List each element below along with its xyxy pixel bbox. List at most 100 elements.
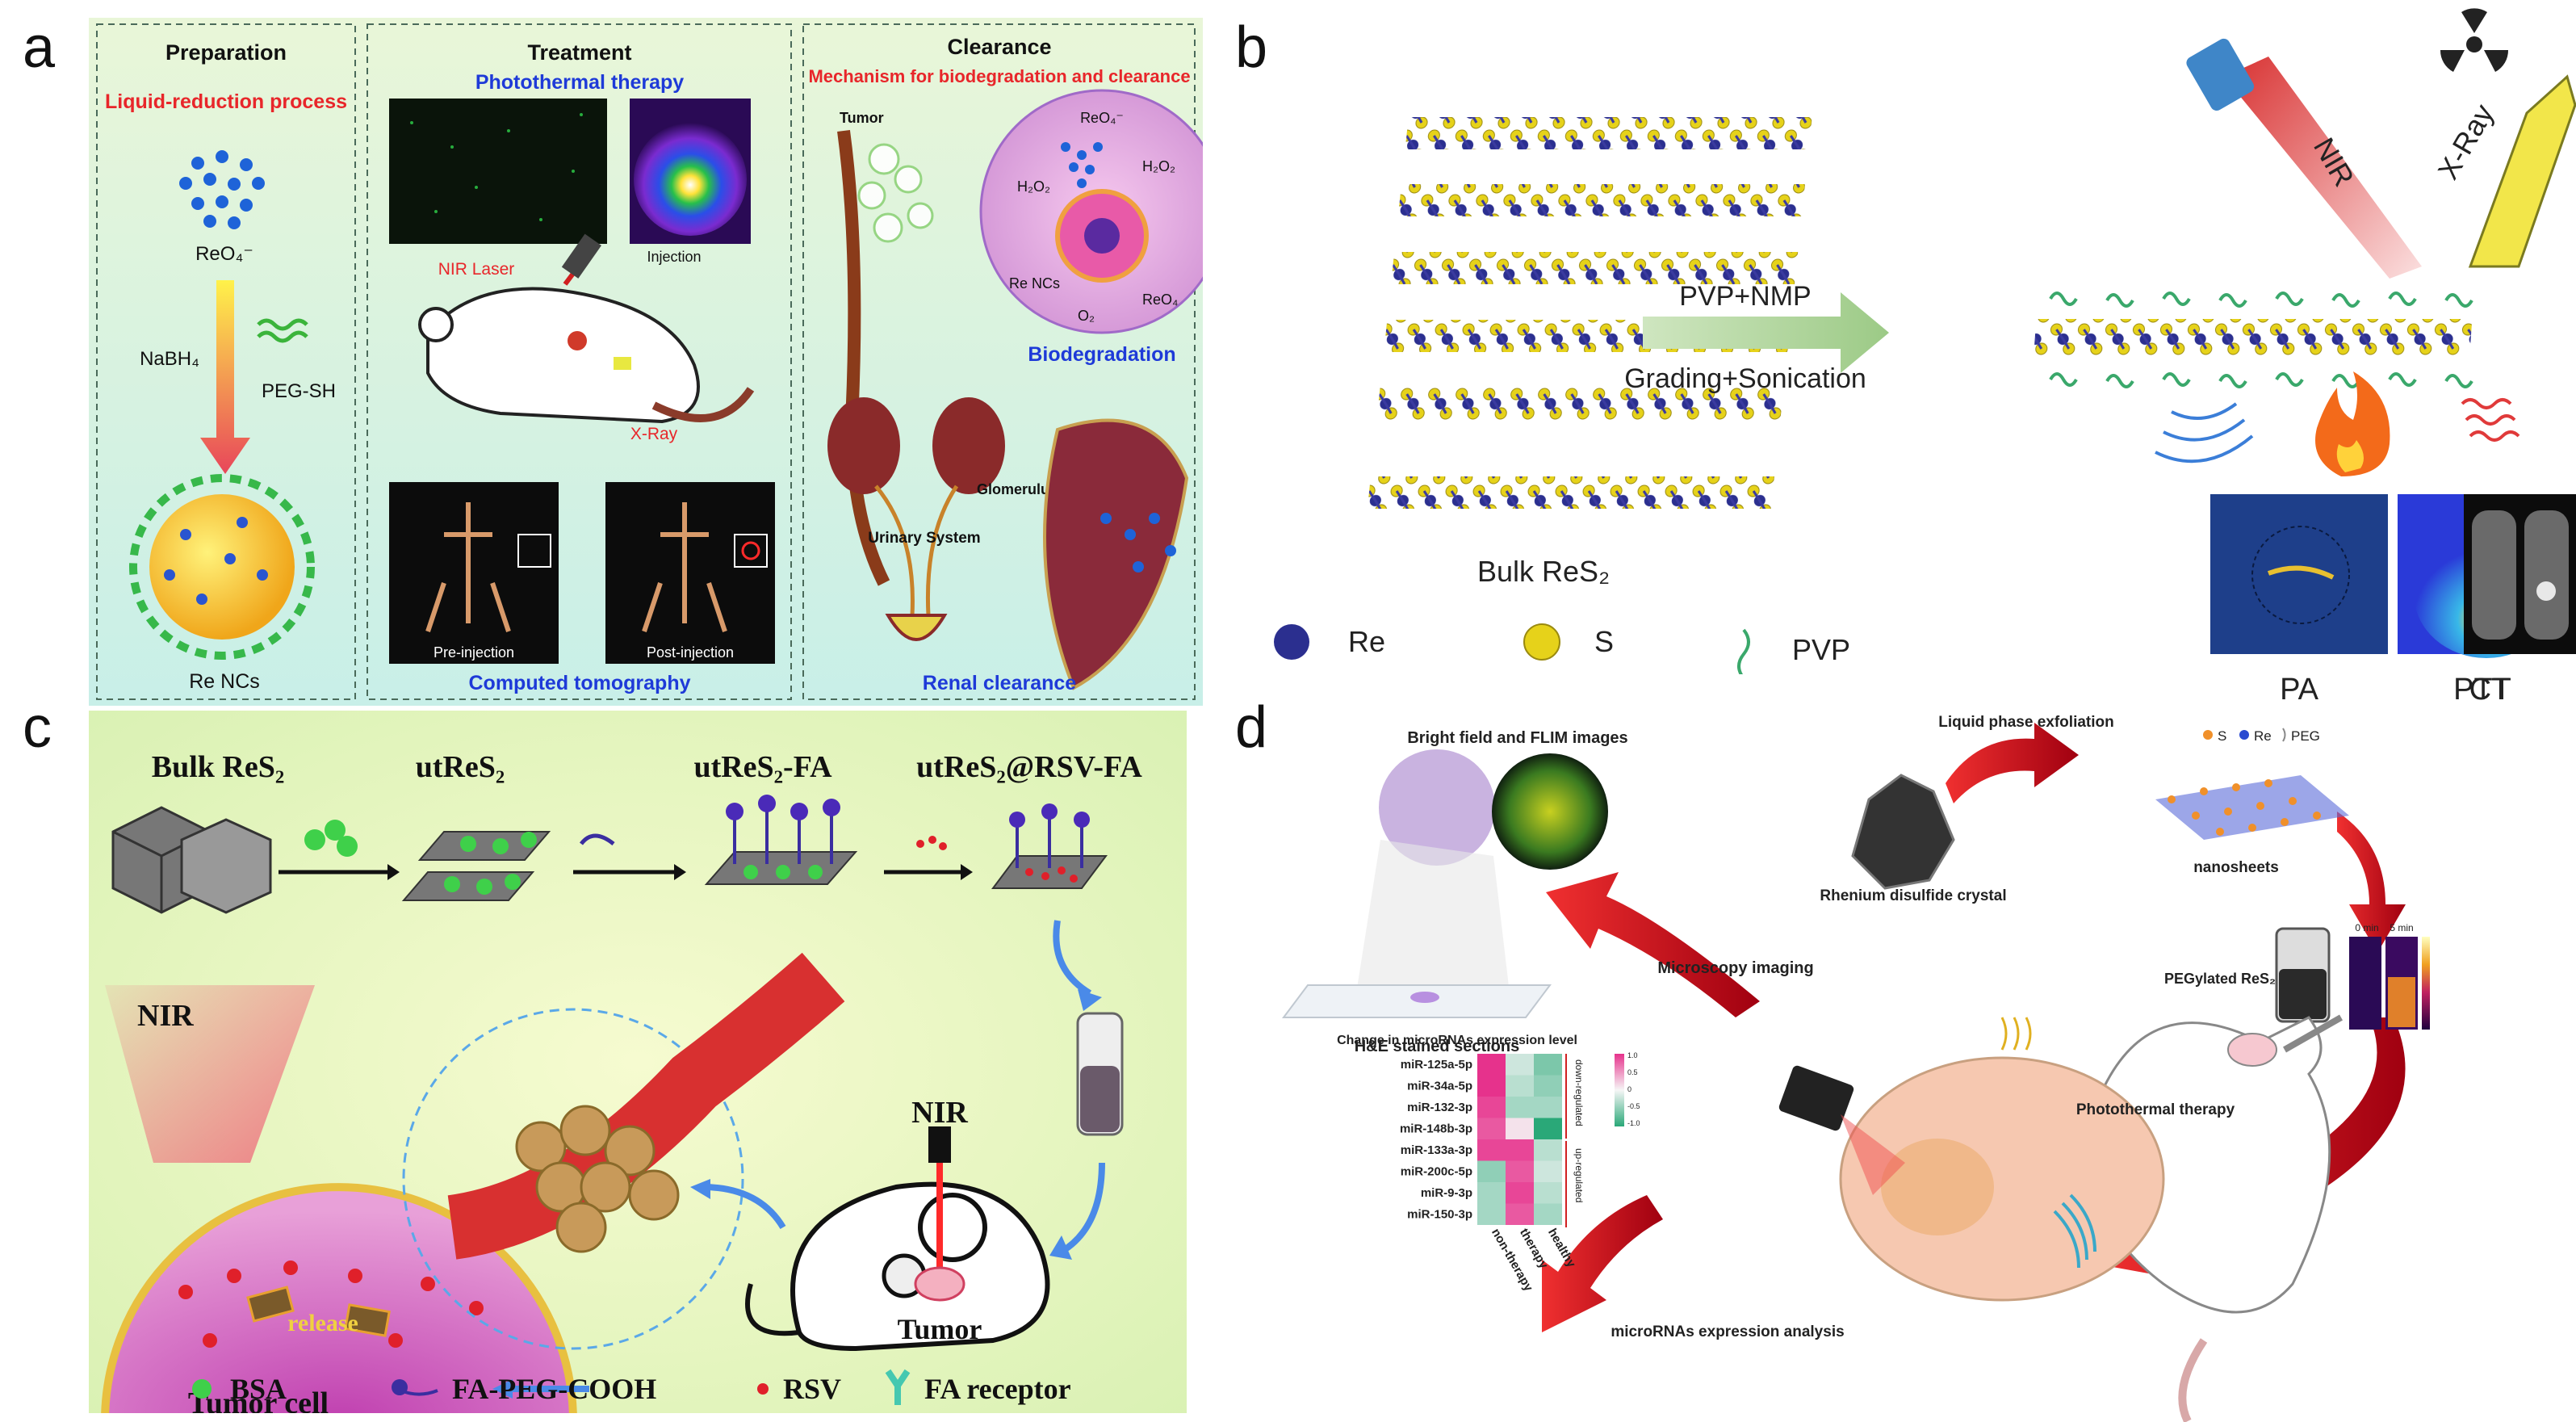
heatmap-cell <box>1477 1097 1506 1118</box>
heatmap-cell <box>1506 1182 1534 1204</box>
bright-field-image <box>1379 749 1495 866</box>
legend-rsv-label: RSV <box>783 1373 841 1405</box>
heatmap-cell <box>1477 1054 1506 1076</box>
heatmap-cell <box>1506 1160 1534 1182</box>
crystal-icon <box>1851 774 1955 890</box>
panel-letter-c: c <box>23 695 52 760</box>
fluorescence-image <box>389 99 607 244</box>
bulk-cubes <box>111 806 272 914</box>
ct-footer: Computed tomography <box>469 672 691 694</box>
heatmap-cell <box>1477 1118 1506 1139</box>
flame-icon <box>2315 371 2390 476</box>
xray-beam <box>2468 74 2576 268</box>
clearance-subtitle: Mechanism for biodegradation and clearan… <box>808 66 1190 86</box>
heatmap-cell <box>1506 1118 1534 1139</box>
arrow-pegylation <box>2337 812 2406 953</box>
heatmap-row-label: miR-148b-3p <box>1400 1122 1472 1136</box>
panel-letter-a: a <box>23 15 56 80</box>
legend-re-d: Re <box>2254 728 2272 744</box>
heatmap-cell <box>1506 1097 1534 1118</box>
xray-label-b: X-Ray <box>2431 99 2500 185</box>
pre-injection-label: Pre-injection <box>434 644 514 661</box>
prep-title: Preparation <box>165 40 287 65</box>
mouse-treatment <box>418 233 755 424</box>
tumor-cell-label: Tumor cell <box>188 1386 329 1413</box>
mirna-analysis-label: microRNAs expression analysis <box>1611 1323 1844 1340</box>
pegylated-label: PEGylated ReS₂ <box>2164 971 2276 987</box>
panel-letter-b: b <box>1235 15 1268 80</box>
ct-waves-icon <box>2461 398 2520 442</box>
nir-label-c-left: NIR <box>137 999 194 1033</box>
reo4-label-cell: ReO₄⁻ <box>1080 110 1124 126</box>
tumor-icon <box>914 1266 965 1302</box>
heatmap-scale-tick: 0.5 <box>1627 1068 1638 1076</box>
panel-c: Bulk ReS₂ utReS₂ utReS₂-FA utReS₂@RSV-FA <box>89 711 1187 1413</box>
heatmap-cell <box>1534 1160 1562 1182</box>
h2o2-left-label: H₂O₂ <box>1017 178 1050 195</box>
legend-fa-receptor-marker <box>885 1369 911 1405</box>
heatmap-cell <box>1477 1139 1506 1161</box>
image-label-ct: CT <box>2469 673 2511 707</box>
legend-bsa-label: BSA <box>230 1373 287 1405</box>
heatmap-cell <box>1534 1054 1562 1076</box>
utres2-rsv-fa-sheet <box>991 803 1108 889</box>
legend-fa-peg-label: FA-PEG-COOH <box>452 1373 656 1405</box>
crystal-label: Rhenium disulfide crystal <box>1820 887 2006 904</box>
group-down-label: down-regulated <box>1573 1059 1585 1126</box>
microscopy-label: Microscopy imaging <box>1657 959 1813 977</box>
renal-clearance-label: Renal clearance <box>923 672 1076 694</box>
heatmap-cell <box>1506 1075 1534 1097</box>
blood-vessel <box>837 129 890 586</box>
product-label: Re NCs <box>189 670 260 693</box>
bright-field-label: Bright field and FLIM images <box>1407 729 1627 747</box>
legend-s-label: S <box>1594 625 1614 658</box>
tumor-label-a: Tumor <box>840 110 884 126</box>
heatmap-cell <box>1534 1203 1562 1225</box>
legend-re-marker <box>1274 624 1309 660</box>
heatmap-cell <box>1477 1182 1506 1204</box>
renc-label-cell: Re NCs <box>1009 275 1060 292</box>
kidneys <box>827 397 1005 641</box>
heatmap-scale-tick: -0.5 <box>1627 1102 1640 1110</box>
nir-beam <box>2224 57 2422 279</box>
t0-label: 0 min <box>2355 922 2378 933</box>
utres2-sheets <box>401 831 551 901</box>
heatmap-row-labels: miR-125a-5pmiR-34a-5pmiR-132-3pmiR-148b-… <box>1400 1058 1472 1222</box>
bulk-res2-label: Bulk ReS₂ <box>1477 555 1610 588</box>
ct-post-image <box>605 482 775 664</box>
heatmap-row-label: miR-200c-5p <box>1401 1165 1472 1179</box>
process-arrow <box>1643 292 1889 373</box>
injection-label: Injection <box>647 249 701 265</box>
mouse-c <box>745 1181 1050 1352</box>
glomerulus-label: Glomerulus <box>977 481 1058 497</box>
legend-fa-receptor-label: FA receptor <box>924 1373 1071 1405</box>
nanosheets-label: nanosheets <box>2193 859 2279 876</box>
laser-head-icon <box>1778 1065 1854 1131</box>
pa-waves-icon <box>2155 402 2254 464</box>
heatmap-row-label: miR-9-3p <box>1421 1186 1472 1200</box>
heatmap-row-label: miR-133a-3p <box>1401 1143 1472 1157</box>
heatmap-cell <box>1534 1097 1562 1118</box>
process-bottom-label: Grading+Sonication <box>1624 363 1866 394</box>
heatmap-title: Change in microRNAs expression level <box>1337 1034 1577 1047</box>
urinary-label: Urinary System <box>868 530 980 547</box>
treatment-title: Treatment <box>527 40 631 65</box>
heatmap-scale-tick: -1.0 <box>1627 1119 1640 1127</box>
t5-label: 5 min <box>2390 922 2413 933</box>
o2-label: O₂ <box>1078 308 1095 324</box>
step-utres2-rsv-fa-label: utReS₂@RSV-FA <box>916 750 1142 784</box>
temp-scale <box>2422 937 2430 1030</box>
reo4-ions <box>179 150 265 229</box>
heatmap-cell <box>1534 1139 1562 1161</box>
clearance-title: Clearance <box>947 35 1051 59</box>
image-label-ptt: PTT <box>2453 673 2511 707</box>
step-bulk-label: Bulk ReS₂ <box>152 750 285 784</box>
heatmap-color-scale <box>1615 1054 1624 1126</box>
panel-a: Preparation Liquid-reduction process ReO… <box>89 18 1203 706</box>
heatmap-row-label: miR-34a-5p <box>1407 1080 1472 1093</box>
ligand-label: PEG-SH <box>262 380 336 402</box>
image-label-pa: PA <box>2280 673 2319 707</box>
exfoliated-sheet <box>2034 292 2473 388</box>
heatmap-cell <box>1506 1203 1534 1225</box>
heatmap-cell <box>1534 1075 1562 1097</box>
